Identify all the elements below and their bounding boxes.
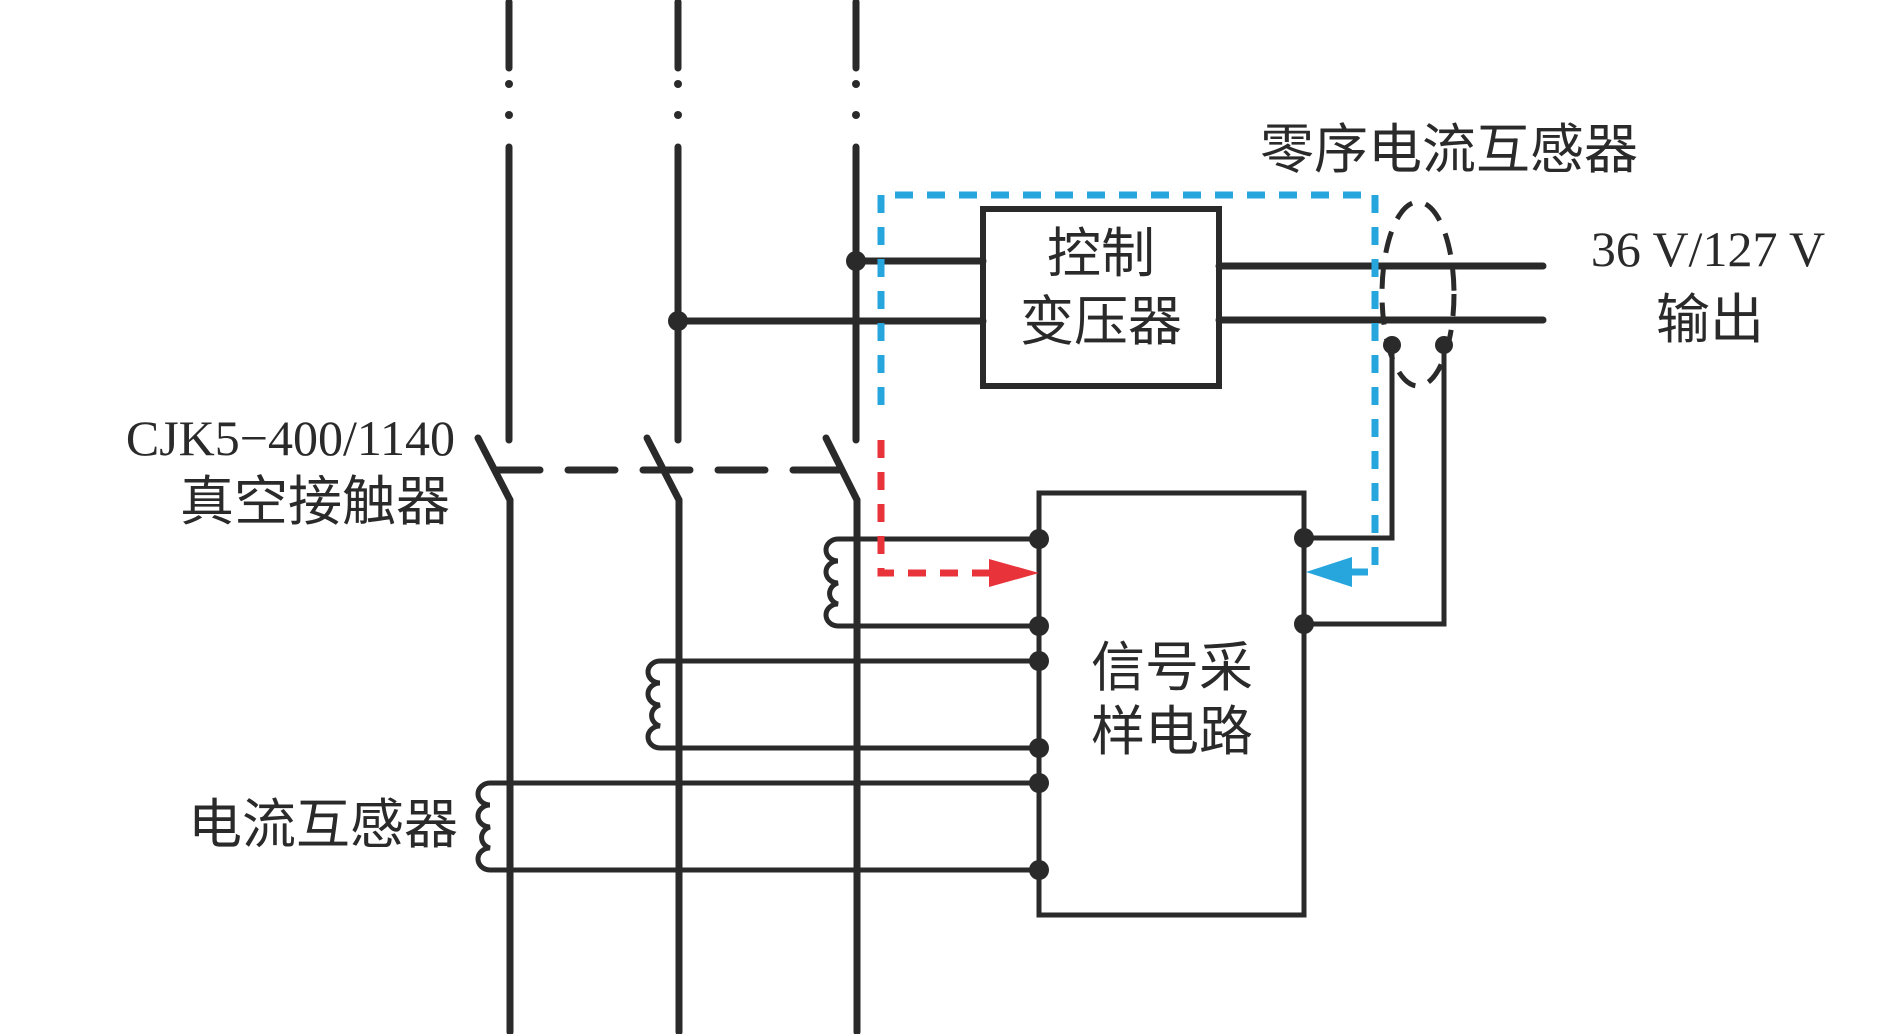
current-transformer-3 — [823, 536, 1042, 629]
red-arrow-icon — [989, 559, 1039, 587]
blue-signal-path — [877, 191, 1379, 587]
signal-sampling-circuit: 信号采 样电路 — [1029, 490, 1314, 918]
phase-line-3 — [852, 0, 861, 1034]
red-signal-path — [877, 440, 1039, 587]
control-transformer: 控制 变压器 — [668, 206, 1547, 389]
output-label: 输出 — [1656, 288, 1764, 351]
junction-dot — [668, 311, 688, 331]
contactor-model-label: CJK5−400/1140 — [126, 410, 455, 466]
phase-line-1 — [505, 0, 514, 1034]
current-transformer-1 — [475, 780, 1042, 873]
contactor-name-label: 真空接触器 — [180, 470, 450, 533]
blue-arrow-icon — [1306, 557, 1352, 587]
current-transformer-2 — [645, 658, 1042, 751]
output-voltage-label: 36 V/127 V — [1591, 221, 1825, 277]
phase-line-2 — [674, 0, 683, 1034]
signal-sampling-label-1: 信号采 — [1091, 636, 1253, 699]
signal-sampling-label-2: 样电路 — [1091, 700, 1253, 763]
control-transformer-label-2: 变压器 — [1020, 290, 1182, 353]
control-transformer-label-1: 控制 — [1047, 222, 1155, 285]
zero-sequence-ct — [1301, 199, 1457, 627]
current-transformer-label: 电流互感器 — [188, 793, 458, 856]
zero-sequence-ct-label: 零序电流互感器 — [1260, 118, 1638, 181]
contactor-switch — [474, 434, 861, 504]
junction-dot — [846, 251, 866, 271]
